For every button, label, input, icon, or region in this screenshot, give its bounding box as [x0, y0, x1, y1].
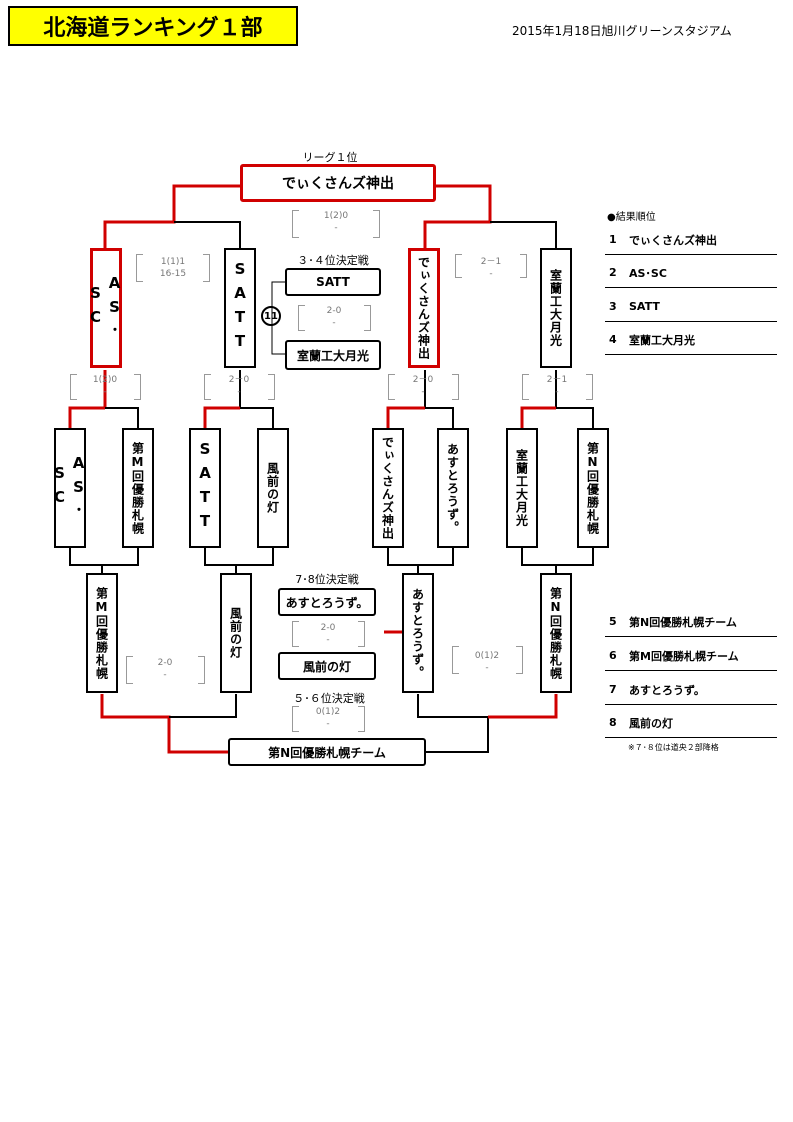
score-bracket-right	[268, 374, 275, 400]
fifth-winner-box: 第N回優勝札幌チーム	[228, 738, 426, 766]
bracket-line	[490, 221, 557, 250]
qf-team-4: 風前の灯	[257, 428, 289, 548]
cons-left-score: 2-0-	[157, 658, 173, 680]
cons-team-2: 風前の灯	[220, 573, 252, 693]
seventh-place-label: 7･8位決定戦	[295, 573, 359, 586]
score-bracket-left	[455, 254, 462, 278]
third-team-2: 室蘭工大月光	[285, 340, 381, 370]
score-bracket-right	[452, 374, 459, 400]
sf-team-2: SATT	[224, 248, 256, 368]
qf-team-2: 第M回優勝札幌	[122, 428, 154, 548]
bracket-line	[103, 184, 240, 250]
results-heading: ●結果順位	[607, 212, 656, 223]
score-bracket-left	[298, 305, 305, 331]
final-score: 1(2)0-	[323, 211, 349, 233]
score-bracket-left	[388, 374, 395, 400]
score-bracket-right	[364, 305, 371, 331]
cons-team-1: 第M回優勝札幌	[86, 573, 118, 693]
qf-team-1: AS･SC	[51, 428, 88, 548]
cons-team-4: 第N回優勝札幌	[540, 573, 572, 693]
match-number-badge: 11	[261, 306, 281, 326]
seventh-score: 2-0-	[320, 623, 336, 645]
score-bracket-right	[516, 646, 523, 674]
qf-team-6: あすとろうず。	[437, 428, 469, 548]
fifth-score: 0(1)2-	[315, 707, 341, 729]
league-first-label: リーグ１位	[302, 151, 358, 164]
score-bracket-right	[373, 210, 380, 238]
qf-team-5: でぃくさんズ神出	[372, 428, 404, 548]
score-bracket-right	[358, 706, 365, 732]
score-bracket-left	[522, 374, 529, 400]
third-score: 2-0-	[326, 306, 342, 328]
sf-team-3: でぃくさんズ神出	[408, 248, 440, 368]
qf-b-score: 2－0-	[228, 375, 250, 397]
seventh-team-2: 風前の灯	[278, 652, 376, 680]
score-bracket-right	[134, 374, 141, 400]
score-bracket-right	[358, 621, 365, 647]
qf-team-3: SATT	[189, 428, 221, 548]
score-bracket-right	[520, 254, 527, 278]
cons-team-3: あすとろうず。	[402, 573, 434, 693]
score-bracket-left	[136, 254, 143, 282]
seventh-team-1: あすとろうず。	[278, 588, 376, 616]
score-bracket-left	[126, 656, 133, 684]
score-bracket-left	[70, 374, 77, 400]
score-bracket-left	[292, 621, 299, 647]
fifth-place-label: ５･６位決定戦	[293, 692, 365, 705]
relegation-note: ※７･８位は道央２部降格	[628, 743, 719, 752]
sf-team-1: AS･SC	[87, 248, 124, 368]
qf-team-7: 室蘭工大月光	[506, 428, 538, 548]
sf-right-score: 2－1-	[480, 257, 502, 279]
bracket-line	[174, 221, 241, 250]
qf-d-score: 2－1-	[546, 375, 568, 397]
score-bracket-left	[204, 374, 211, 400]
champion-box: でぃくさんズ神出	[240, 164, 436, 202]
third-team-1: SATT	[285, 268, 381, 296]
score-bracket-right	[198, 656, 205, 684]
date-venue: 2015年1月18日旭川グリーンスタジアム	[512, 24, 732, 38]
score-bracket-right	[203, 254, 210, 282]
score-bracket-left	[292, 706, 299, 732]
score-bracket-left	[452, 646, 459, 674]
third-place-label: ３･４位決定戦	[297, 254, 369, 267]
score-bracket-right	[586, 374, 593, 400]
qf-team-8: 第N回優勝札幌	[577, 428, 609, 548]
page-title: 北海道ランキング１部	[8, 6, 298, 46]
sf-team-4: 室蘭工大月光	[540, 248, 572, 368]
score-bracket-left	[292, 210, 299, 238]
qf-c-score: 2－0-	[412, 375, 434, 397]
cons-right-score: 0(1)2-	[474, 651, 500, 673]
qf-a-score: 1(2)0-	[92, 375, 118, 397]
